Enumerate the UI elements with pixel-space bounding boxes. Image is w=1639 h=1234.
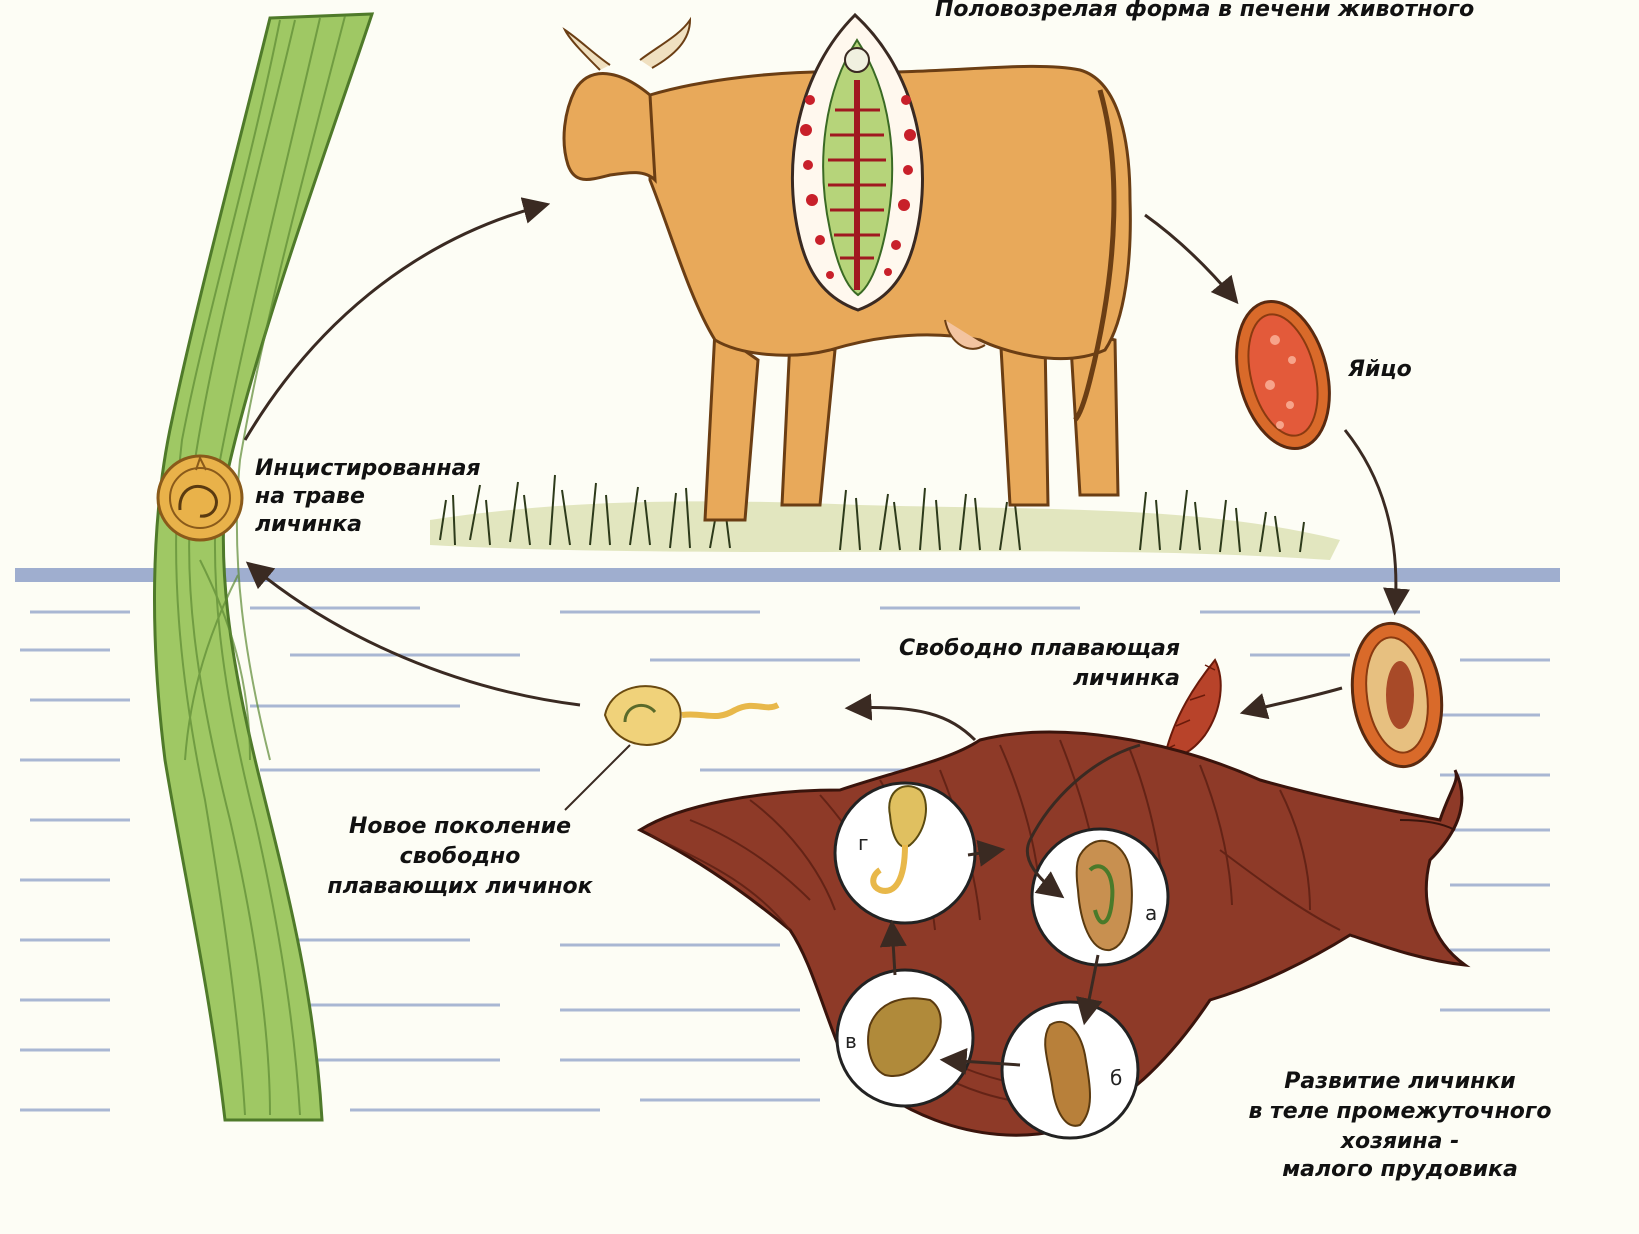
hatching-egg-icon [1343, 618, 1450, 773]
fasciola-life-cycle-diagram: г а б в Половозрелая форма в печени живо… [0, 0, 1568, 1181]
encysted-larva-icon [158, 456, 242, 540]
svg-text:личинка: личинка [255, 512, 362, 537]
grass-blade [155, 14, 372, 1120]
stage-v-letter: в [845, 1029, 857, 1053]
svg-text:Развитие личинки: Развитие личинки [1284, 1069, 1515, 1094]
stage-g-letter: г [858, 831, 869, 855]
svg-text:на траве: на траве [255, 484, 365, 509]
svg-text:свободно: свободно [400, 844, 521, 869]
cow-illustration [430, 15, 1340, 560]
svg-text:хозяина -: хозяина - [1340, 1129, 1459, 1154]
stage-b-letter: б [1110, 1066, 1122, 1090]
stage-a-circle: а [1032, 829, 1168, 965]
development-label: Развитие личинки в теле промежуточного х… [1248, 1069, 1551, 1181]
stage-b-circle: б [1002, 1002, 1138, 1138]
svg-text:Инцистированная: Инцистированная [255, 456, 481, 481]
svg-text:Свободно плавающая: Свободно плавающая [899, 636, 1180, 661]
svg-text:малого прудовика: малого прудовика [1282, 1157, 1518, 1181]
cercaria-pointer-line [565, 745, 630, 810]
egg-label: Яйцо [1347, 357, 1412, 382]
svg-text:Новое поколение: Новое поколение [349, 814, 571, 839]
svg-text:плавающих личинок: плавающих личинок [327, 874, 593, 899]
free-larva-label: Свободно плавающая личинка [899, 636, 1180, 691]
svg-text:в теле промежуточного: в теле промежуточного [1248, 1099, 1551, 1124]
stage-v-circle: в [837, 970, 973, 1106]
stage-g-circle: г [835, 783, 975, 923]
adult-form-label: Половозрелая форма в печени животного [935, 0, 1474, 22]
svg-text:личинка: личинка [1073, 666, 1180, 691]
cercaria-larva-icon [605, 686, 778, 745]
stage-a-letter: а [1145, 901, 1157, 925]
new-generation-label: Новое поколение свободно плавающих личин… [327, 814, 593, 899]
egg-icon [1222, 292, 1344, 459]
